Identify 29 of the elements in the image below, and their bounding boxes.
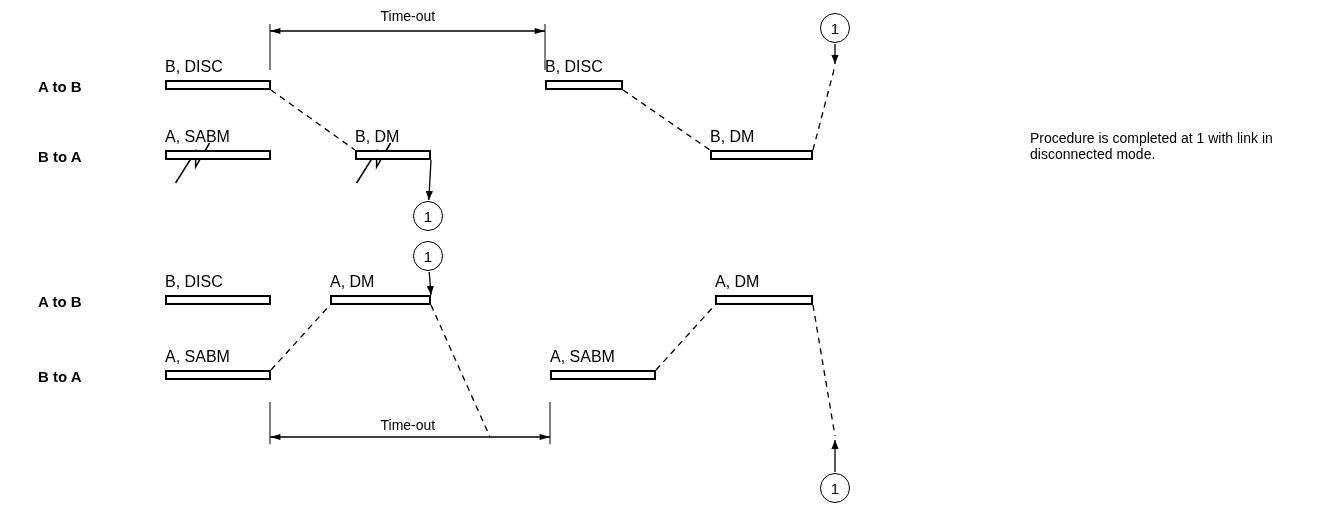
frame-label: B, DM — [710, 128, 755, 146]
frame-label: A, SABM — [165, 128, 230, 146]
connector-line — [812, 304, 836, 437]
circled-number: 1 — [820, 473, 850, 503]
row-label: B to A — [38, 148, 82, 165]
arrow — [425, 159, 433, 201]
row-label: A to B — [38, 293, 82, 310]
arrow — [831, 43, 839, 65]
circled-number: 1 — [413, 201, 443, 231]
arrow — [426, 271, 434, 296]
row-label: B to A — [38, 368, 82, 385]
connector-line — [622, 89, 711, 151]
frame-label: B, DM — [355, 128, 400, 146]
frame-label: A, DM — [715, 273, 760, 291]
frame-label: A, SABM — [550, 348, 615, 366]
circled-number: 1 — [820, 13, 850, 43]
dimension-label: Time-out — [380, 417, 436, 433]
frame-label: A, DM — [330, 273, 375, 291]
connector-line — [270, 89, 356, 151]
arrow — [831, 439, 839, 473]
circled-number: 1 — [413, 241, 443, 271]
frame-label: B, DISC — [165, 273, 223, 291]
frame-label: A, SABM — [165, 348, 230, 366]
note-text: Procedure is completed at 1 with link in disconnected mode. — [1030, 130, 1274, 162]
connector-line — [430, 304, 491, 438]
dimension-label: Time-out — [380, 8, 436, 24]
row-label: A to B — [38, 78, 82, 95]
frame-label: B, DISC — [165, 58, 223, 76]
frame-label: B, DISC — [545, 58, 603, 76]
